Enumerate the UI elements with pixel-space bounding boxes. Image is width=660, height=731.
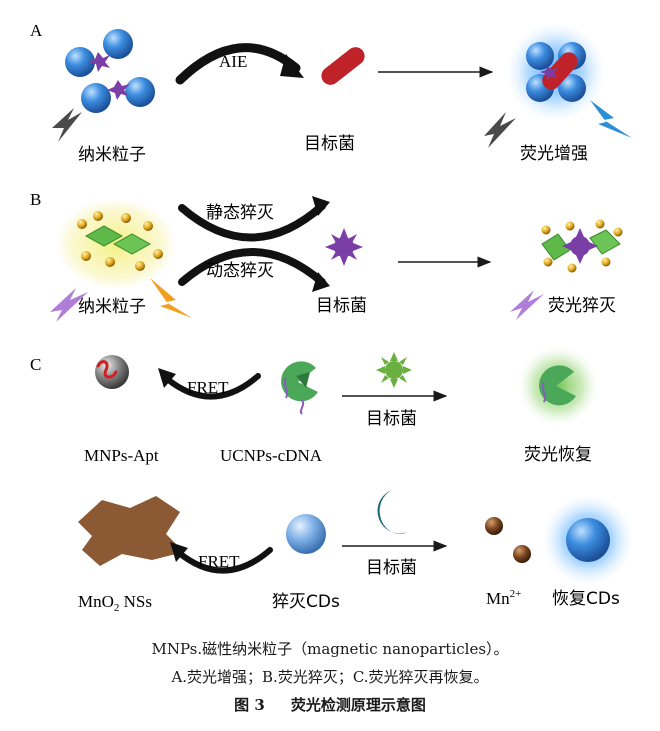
mnps-apt-particle xyxy=(95,355,129,389)
quenched-cds-label: 猝灭CDs xyxy=(272,592,340,612)
panel-a-target-label: 目标菌 xyxy=(304,134,355,154)
panel-a-enhanced-cluster xyxy=(506,22,606,122)
mno2-nanosheet xyxy=(78,496,184,566)
quenched-cds-particle xyxy=(286,514,326,554)
mn-ion-label: Mn2+ xyxy=(486,588,521,608)
gray-lightning-icon xyxy=(52,108,82,142)
panel-b-target-label: 目标菌 xyxy=(316,296,367,316)
panel-c-target-label-bottom: 目标菌 xyxy=(366,558,417,578)
mno2-label: MnO2 NSs xyxy=(78,592,152,614)
blue-lightning-icon xyxy=(590,100,632,138)
caption-line-1: MNPs.磁性纳米粒子（magnetic nanoparticles）。 xyxy=(151,640,509,658)
purple-sun-bacterium-icon xyxy=(325,228,363,266)
panel-a-result-label: 荧光增强 xyxy=(520,144,588,164)
panel-c-fret-arrow-top xyxy=(163,373,261,400)
panel-b-nanoparticles-label: 纳米粒子 xyxy=(78,297,146,317)
mnps-apt-label: MNPs-Apt xyxy=(84,446,159,465)
panel-b-static-quench-label: 静态猝灭 xyxy=(206,203,274,223)
panel-b-result-label: 荧光猝灭 xyxy=(548,296,616,316)
teal-crescent-icon xyxy=(377,490,408,534)
panel-b-letter: B xyxy=(30,190,41,209)
violet-lightning-icon xyxy=(510,290,544,320)
purple-star-icon xyxy=(88,52,110,72)
panel-c-letter: C xyxy=(30,355,41,374)
ucnps-cdna-label: UCNPs-cDNA xyxy=(220,446,323,465)
red-bacterium-icon xyxy=(321,47,365,85)
violet-lightning-icon xyxy=(50,288,88,322)
panel-c-fret-arrow-bottom xyxy=(175,547,273,574)
panel-b-dynamic-quench-label: 动态猝灭 xyxy=(206,261,274,281)
figure-number: 图 3 xyxy=(234,696,265,714)
panel-b-quenched-cluster xyxy=(541,219,623,273)
recovered-cds-particle xyxy=(542,494,634,586)
panel-c-recovery-particle xyxy=(518,346,598,426)
panel-a-letter: A xyxy=(30,21,43,40)
panel-c-recovery-label: 荧光恢复 xyxy=(524,445,592,465)
panel-a-aie-label: AIE xyxy=(219,52,247,71)
panel-c-fret-label-bottom: FRET xyxy=(198,552,240,571)
panel-a-nanoparticle-cluster xyxy=(65,29,155,113)
green-sun-bacterium-icon xyxy=(376,352,412,388)
panel-c-target-label-top: 目标菌 xyxy=(366,409,417,429)
panel-a-nanoparticles-label: 纳米粒子 xyxy=(78,145,146,165)
caption-line-2: A.荧光增强；B.荧光猝灭；C.荧光猝灭再恢复。 xyxy=(171,668,489,686)
mn-ion xyxy=(513,545,531,563)
panel-a-aie-arrow xyxy=(175,43,301,85)
recovered-cds-label: 恢复CDs xyxy=(552,589,620,609)
figure-caption: 图 3 荧光检测原理示意图 xyxy=(0,694,660,715)
panel-b-crossing-arrows xyxy=(178,202,326,242)
gray-lightning-icon xyxy=(484,112,516,148)
figure-title: 荧光检测原理示意图 xyxy=(290,696,426,714)
panel-c-fret-label-top: FRET xyxy=(187,378,229,397)
panel-b-nanoparticle-cluster xyxy=(58,200,174,288)
mn-ion xyxy=(485,517,503,535)
orange-lightning-icon xyxy=(150,278,192,318)
purple-star-icon xyxy=(107,80,130,100)
ucnps-cdna-particle xyxy=(281,361,318,415)
